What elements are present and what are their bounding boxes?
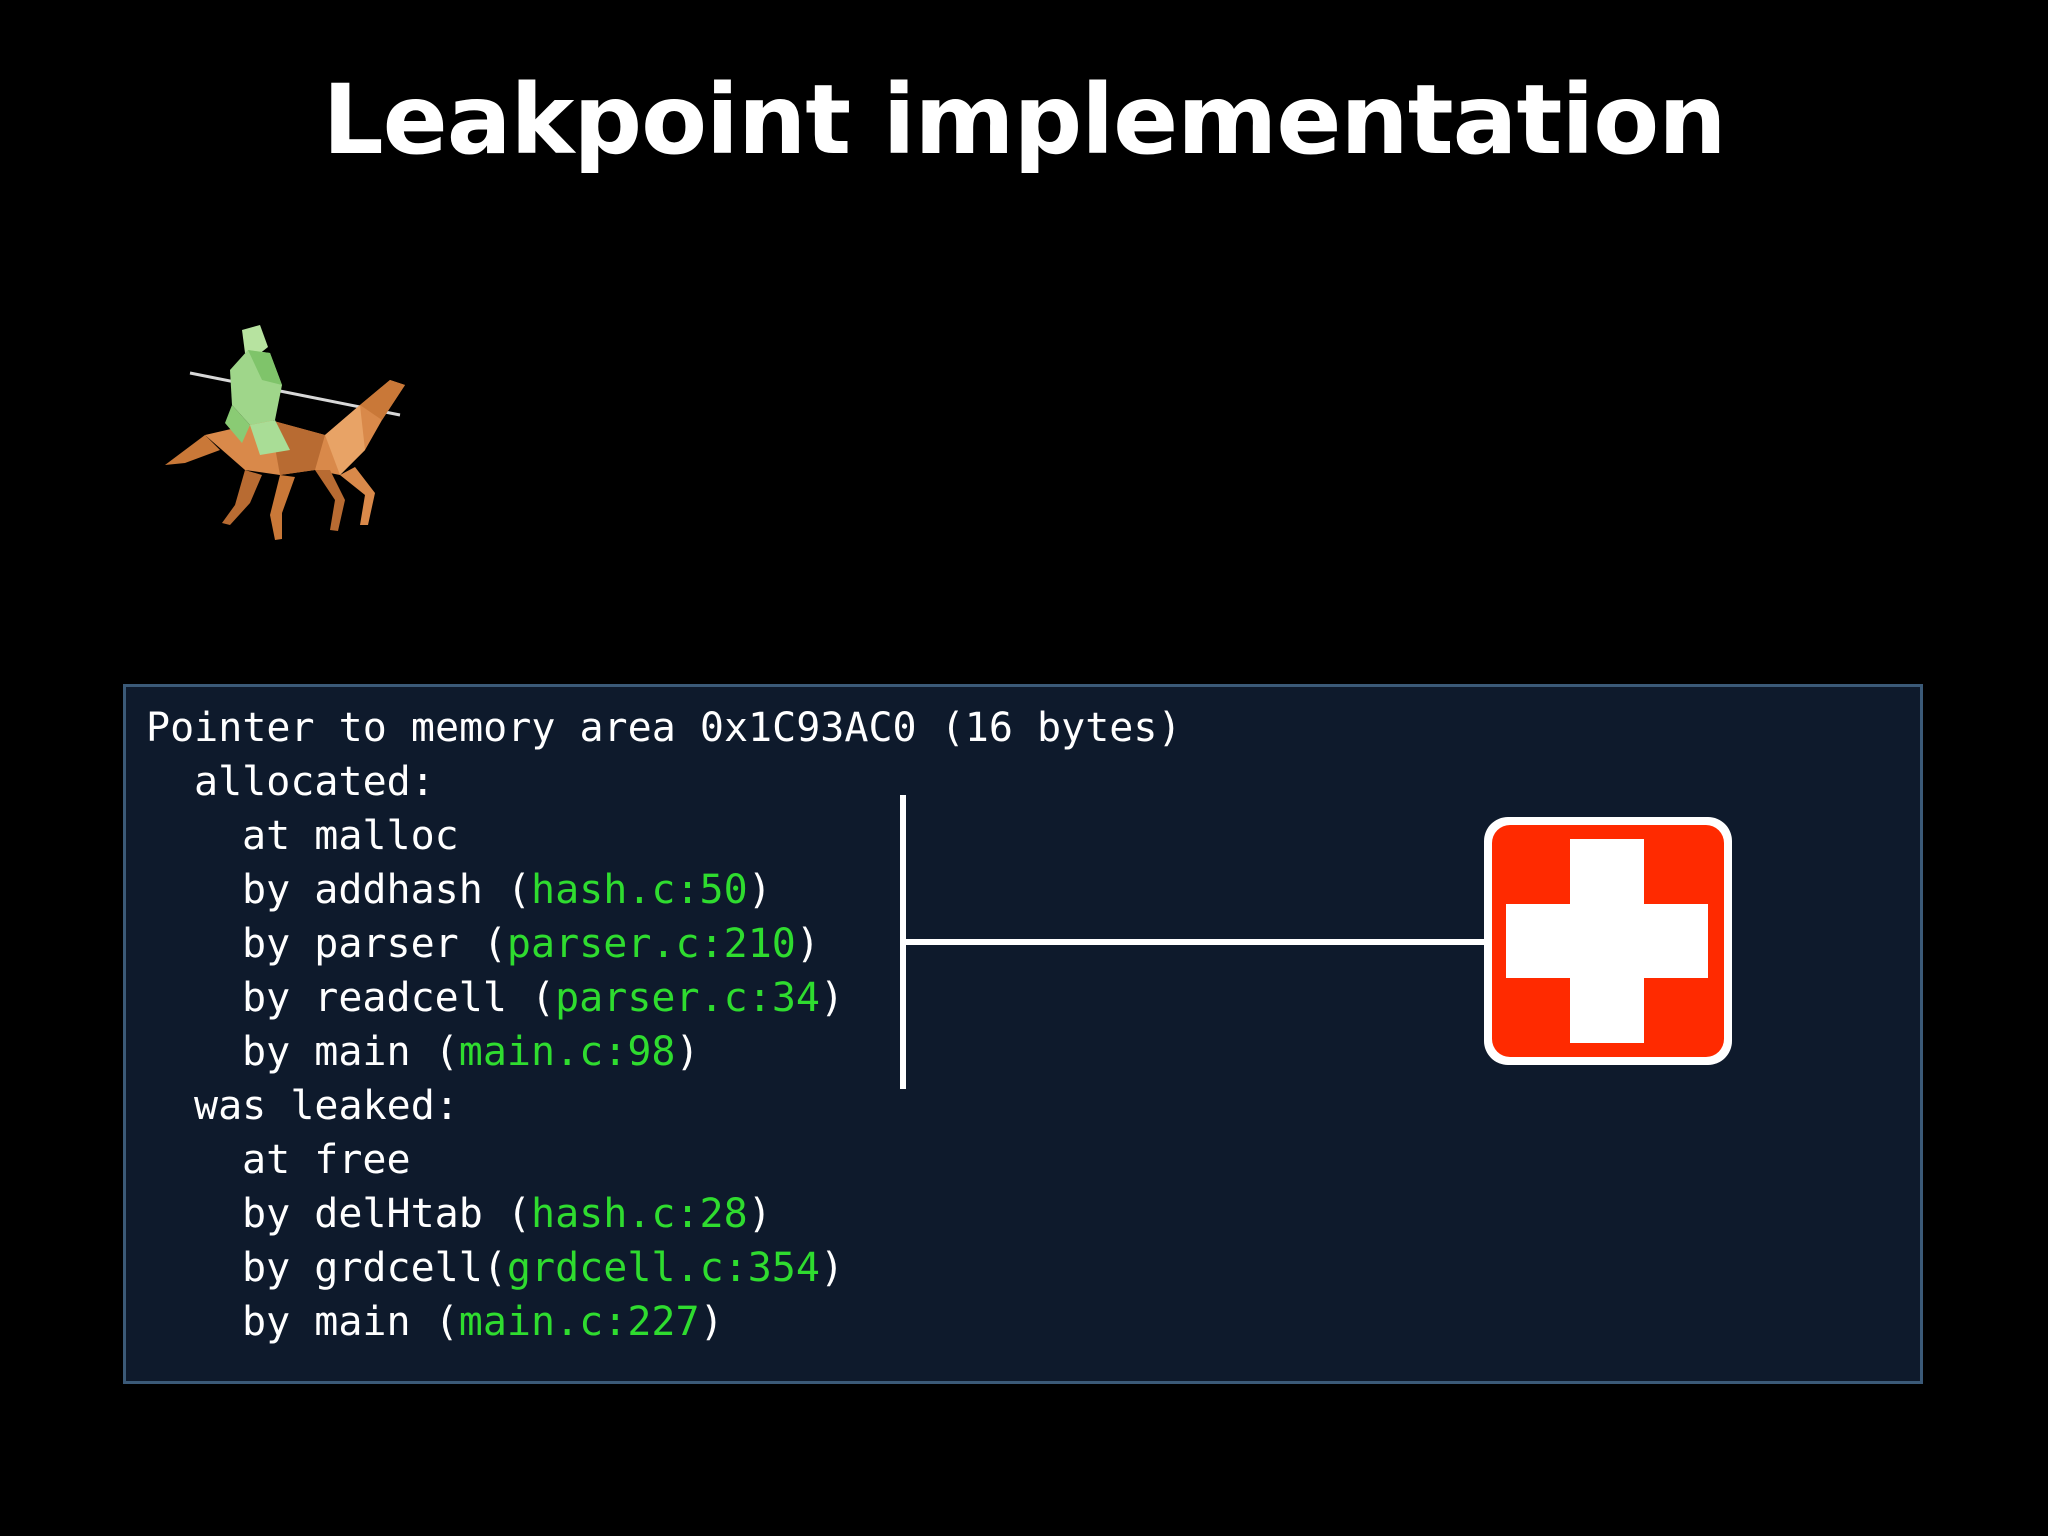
- trace-line: Pointer to memory area 0x1C93AC0 (16 byt…: [146, 701, 1182, 755]
- trace-line: by parser (parser.c:210): [242, 917, 820, 971]
- slide-title: Leakpoint implementation: [322, 64, 1726, 176]
- source-location: hash.c:50: [530, 867, 748, 913]
- source-location: main.c:227: [458, 1299, 700, 1345]
- source-location: grdcell.c:354: [506, 1245, 820, 1291]
- trace-text: ): [795, 921, 820, 967]
- trace-text: by readcell (: [242, 975, 556, 1021]
- leak-report-panel: Pointer to memory area 0x1C93AC0 (16 byt…: [123, 684, 1923, 1384]
- trace-text: ): [675, 1029, 700, 1075]
- trace-line: by main (main.c:227): [242, 1295, 724, 1349]
- trace-text: ): [699, 1299, 724, 1345]
- trace-text: by delHtab (: [242, 1191, 531, 1237]
- trace-line: by grdcell(grdcell.c:354): [242, 1241, 844, 1295]
- source-location: parser.c:34: [555, 975, 820, 1021]
- trace-line: by delHtab (hash.c:28): [242, 1187, 772, 1241]
- trace-text: ): [747, 1191, 772, 1237]
- source-location: main.c:98: [458, 1029, 676, 1075]
- trace-line: by readcell (parser.c:34): [242, 971, 844, 1025]
- trace-text: by grdcell(: [242, 1245, 507, 1291]
- origami-knight-on-horse-icon: [165, 325, 405, 540]
- trace-text: at free: [242, 1137, 411, 1183]
- trace-line: was leaked:: [194, 1079, 459, 1133]
- source-location: parser.c:210: [506, 921, 796, 967]
- first-aid-cross-icon: [1484, 817, 1732, 1065]
- trace-line: at free: [242, 1133, 411, 1187]
- trace-text: by parser (: [242, 921, 507, 967]
- trace-text: ): [819, 975, 845, 1021]
- trace-text: Pointer to memory area 0x1C93AC0 (16 byt…: [146, 705, 1182, 751]
- trace-line: by main (main.c:98): [242, 1025, 700, 1079]
- trace-text: by main (: [242, 1299, 459, 1345]
- source-location: hash.c:28: [530, 1191, 748, 1237]
- trace-text: at malloc: [242, 813, 459, 859]
- trace-text: by main (: [242, 1029, 459, 1075]
- trace-text: ): [747, 867, 772, 913]
- trace-line: at malloc: [242, 809, 459, 863]
- trace-text: allocated:: [194, 759, 435, 805]
- trace-text: by addhash (: [242, 867, 531, 913]
- trace-line: by addhash (hash.c:50): [242, 863, 772, 917]
- leakpoint-marker: [900, 795, 1732, 1089]
- trace-text: was leaked:: [194, 1083, 459, 1129]
- trace-text: ): [819, 1245, 845, 1291]
- trace-line: allocated:: [194, 755, 435, 809]
